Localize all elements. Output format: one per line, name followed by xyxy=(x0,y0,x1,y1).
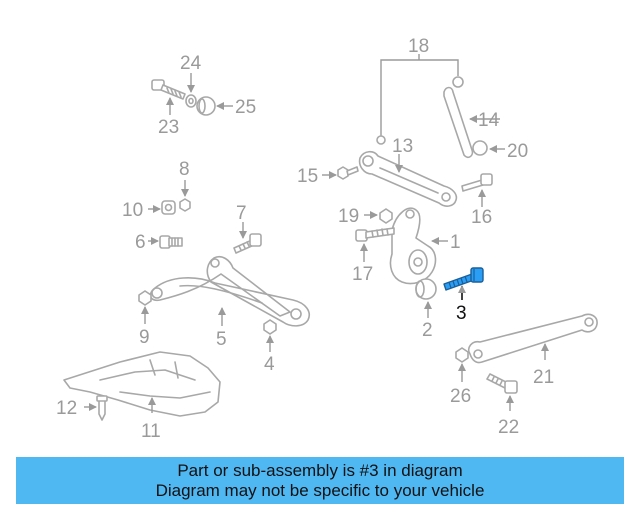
bolt-16-icon xyxy=(461,173,493,192)
bolt-6-icon xyxy=(159,235,183,249)
nut-19-icon xyxy=(379,208,393,224)
bolt-17-icon xyxy=(355,227,395,242)
callout-24: 24 xyxy=(180,53,202,74)
clip-12-icon xyxy=(96,395,108,421)
callout-11: 11 xyxy=(141,421,161,442)
callout-14: 14 xyxy=(478,110,500,131)
callout-3: 3 xyxy=(456,303,467,324)
nut-4-icon xyxy=(263,319,277,335)
callout-21: 21 xyxy=(533,367,554,388)
bolt-3-icon xyxy=(443,267,484,291)
callout-6: 6 xyxy=(135,232,146,253)
callout-12: 12 xyxy=(56,398,77,419)
knuckle-1-icon xyxy=(389,207,437,285)
rod-14-icon xyxy=(443,86,474,158)
bushing-2-icon xyxy=(415,278,437,300)
link-21-icon xyxy=(467,313,598,364)
callout-19: 19 xyxy=(338,206,359,227)
upper-arm-13-icon xyxy=(358,150,458,207)
callout-26: 26 xyxy=(450,386,471,407)
callout-15: 15 xyxy=(297,166,318,187)
callout-9: 9 xyxy=(139,327,150,348)
callout-1: 1 xyxy=(450,232,461,253)
bolt-7-icon xyxy=(233,233,262,254)
callout-25: 25 xyxy=(235,97,256,118)
callout-5: 5 xyxy=(216,329,227,350)
nut-8-icon xyxy=(179,198,191,212)
bushing-20-icon xyxy=(472,140,488,156)
washer-24-icon xyxy=(185,94,197,108)
callout-22: 22 xyxy=(498,417,519,438)
bushing-25-icon xyxy=(196,96,216,116)
callout-23: 23 xyxy=(158,117,179,138)
callout-17: 17 xyxy=(352,264,373,285)
callout-13: 13 xyxy=(392,136,413,157)
nut-26-icon xyxy=(455,347,469,363)
bolt-22-icon xyxy=(486,373,518,394)
shield-11-icon xyxy=(63,351,221,417)
callout-2: 2 xyxy=(422,320,433,341)
callout-7: 7 xyxy=(236,203,247,224)
callout-10: 10 xyxy=(122,200,143,221)
callout-8: 8 xyxy=(179,159,190,180)
control-arm-5-icon xyxy=(149,255,310,327)
bolt-23-icon xyxy=(151,79,186,100)
nut-10-icon xyxy=(161,200,176,215)
banner-line-disclaimer: Diagram may not be specific to your vehi… xyxy=(155,480,485,500)
parts-diagram: 18 24 25 23 14 13 20 8 15 10 7 19 16 6 1… xyxy=(56,36,598,442)
nut-9-icon xyxy=(138,290,152,306)
callout-16: 16 xyxy=(471,207,492,228)
info-banner: Part or sub-assembly is #3 in diagram Di… xyxy=(16,457,624,504)
bushing-18b-icon xyxy=(452,76,464,88)
bolt-15-icon xyxy=(337,166,359,180)
banner-line-part: Part or sub-assembly is #3 in diagram xyxy=(177,460,463,480)
callout-18: 18 xyxy=(408,36,429,57)
bushing-18a-icon xyxy=(376,135,386,145)
callout-4: 4 xyxy=(264,354,275,375)
callout-20: 20 xyxy=(507,141,528,162)
